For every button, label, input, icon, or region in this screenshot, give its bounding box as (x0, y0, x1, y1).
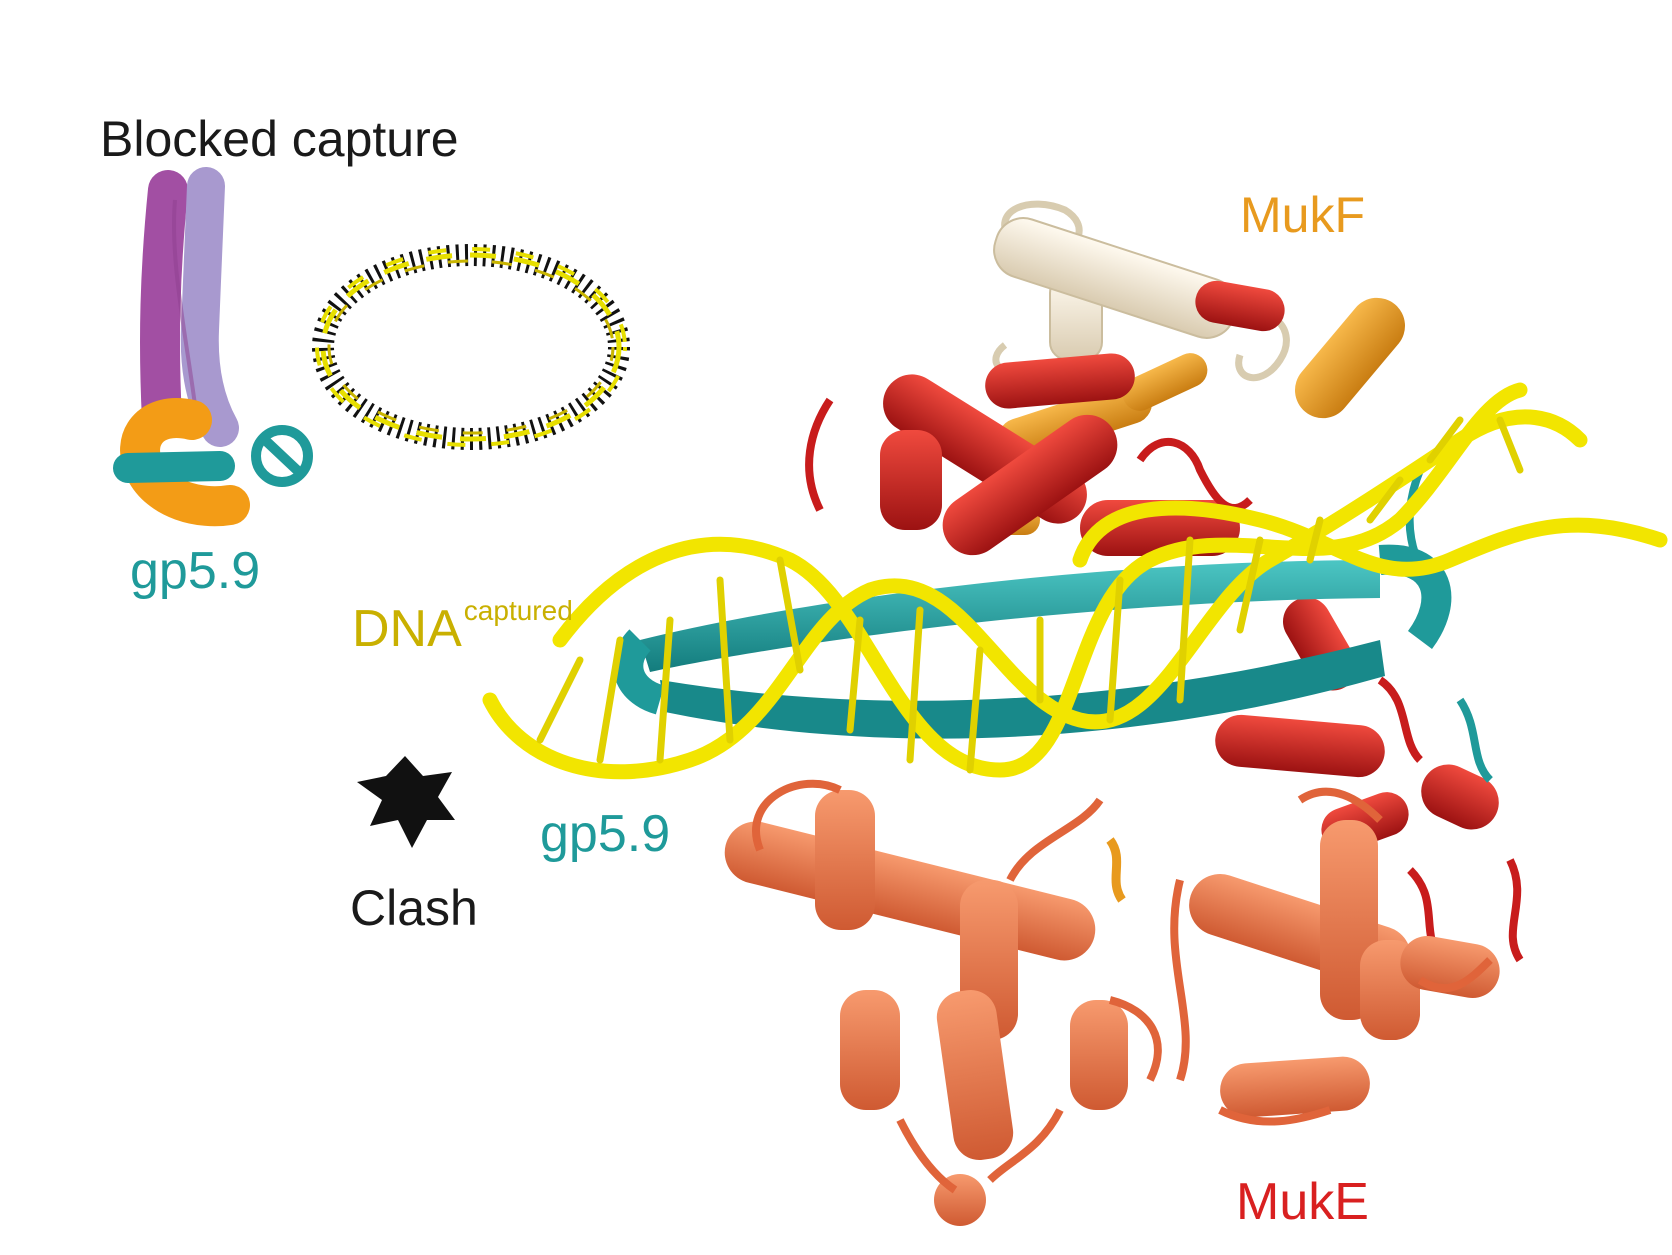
starburst-icon (357, 756, 455, 848)
gp59-structure-label: gp5.9 (540, 805, 671, 863)
schematic-muks-complex (113, 167, 313, 527)
mukf-label: MukF (1240, 187, 1365, 243)
muke-coral-domain (724, 779, 1500, 1226)
protein-structure (482, 200, 1668, 1226)
gp59-ribbon (613, 468, 1494, 783)
prohibition-icon (251, 425, 313, 487)
dna-duplex (482, 382, 1668, 780)
muke-red-domain (805, 280, 1524, 963)
muke-label: MukE (1236, 1173, 1369, 1231)
dna-captured-label: DNAcaptured (352, 595, 573, 658)
clash-label: Clash (350, 880, 478, 936)
gp59-schematic-label: gp5.9 (130, 542, 261, 600)
gp59-schematic (113, 451, 235, 483)
muks-magenta-arm (140, 170, 188, 440)
dna-ring-schematic (312, 244, 630, 450)
dna-label-superscript: captured (463, 595, 573, 626)
dna-label-main: DNA (352, 600, 462, 658)
muks-lavender-arm (180, 167, 239, 447)
figure-title: Blocked capture (100, 111, 459, 167)
